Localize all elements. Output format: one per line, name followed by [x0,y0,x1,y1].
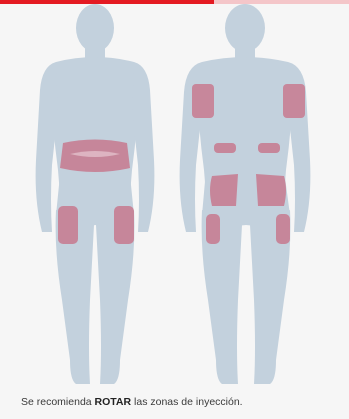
back-right-arm-zone [283,84,305,118]
caption: Se recomienda ROTAR las zonas de inyecci… [21,396,341,408]
front-figure [36,4,155,384]
back-left-thigh-zone [206,214,220,244]
back-right-thigh-zone [276,214,290,244]
caption-prefix: Se recomienda [21,396,95,408]
back-head [225,4,265,52]
back-left-arm-zone [192,84,214,118]
back-left-buttock-zone [210,174,238,206]
back-figure [180,4,311,384]
back-right-flank-zone [258,143,280,153]
front-left-arm [36,62,58,232]
front-left-thigh-zone [58,206,78,244]
front-right-thigh-zone [114,206,134,244]
back-left-flank-zone [214,143,236,153]
back-right-buttock-zone [256,174,286,206]
front-head [76,4,114,52]
front-right-arm [132,62,154,232]
caption-suffix: las zonas de inyección. [131,396,242,408]
caption-emphasis: ROTAR [95,396,132,408]
